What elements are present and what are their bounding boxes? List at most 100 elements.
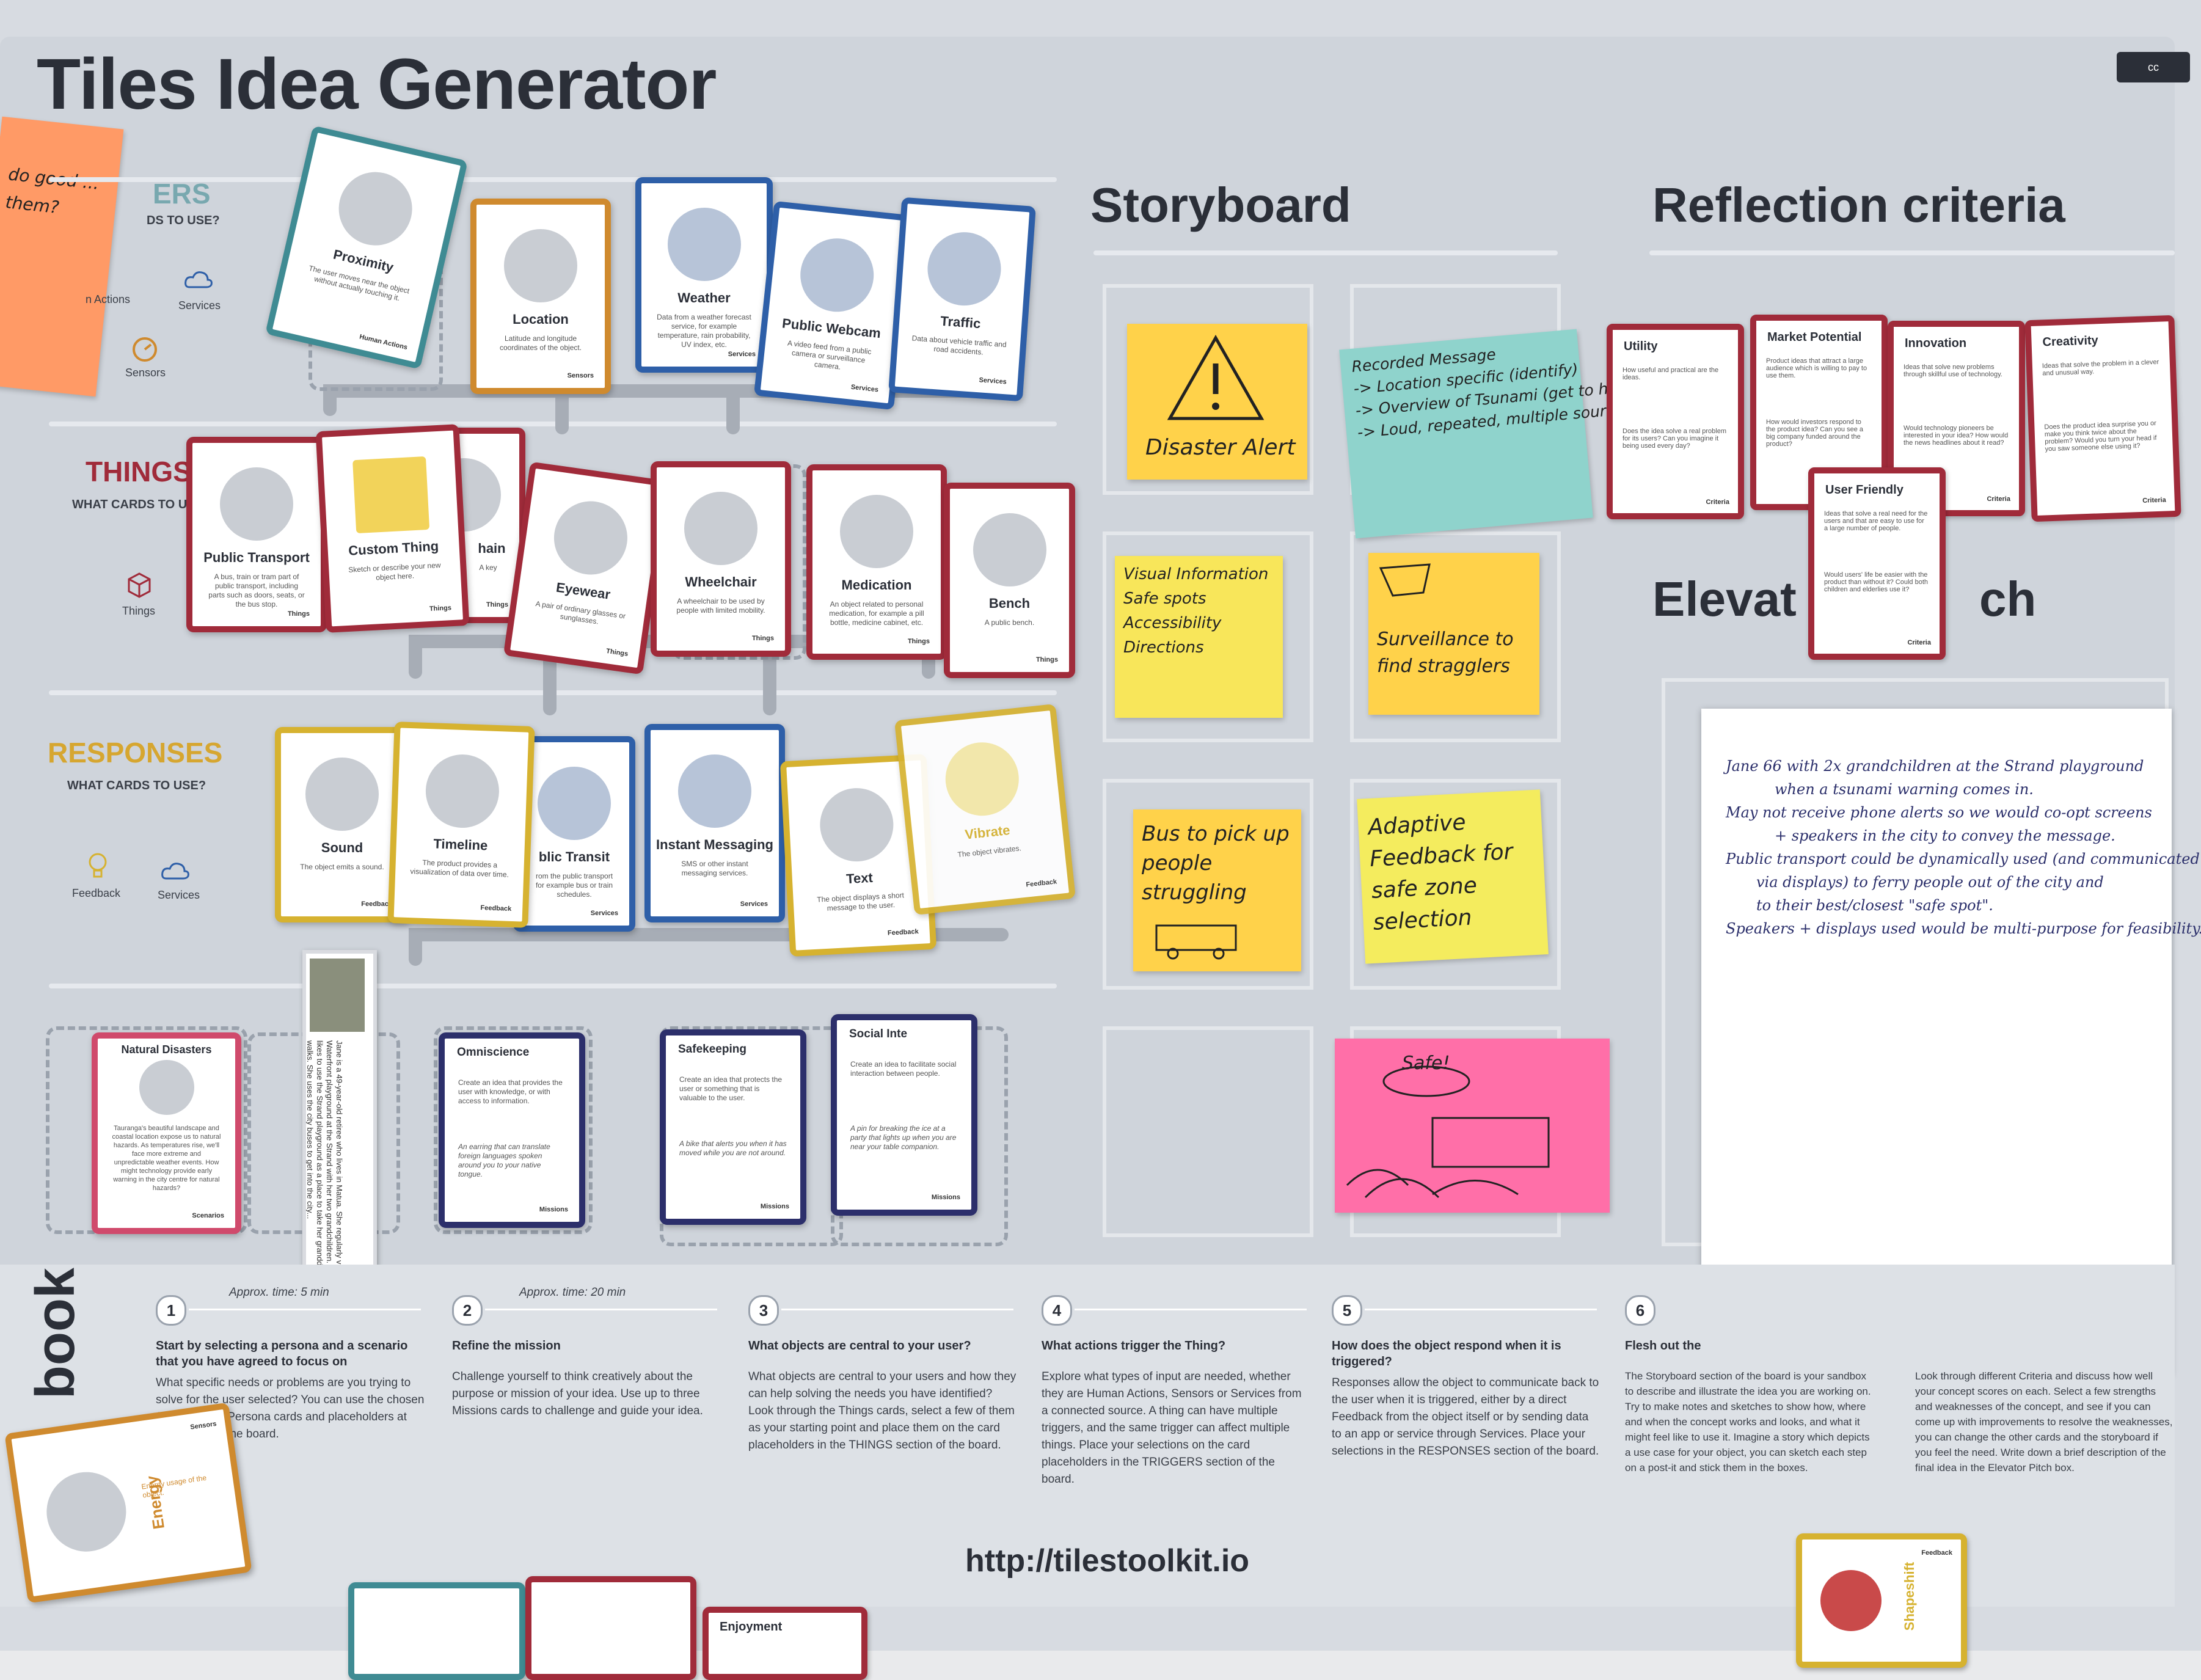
sticky-surveillance[interactable]: Surveillance to find stragglers (1368, 553, 1539, 715)
step-number: 4 (1042, 1295, 1072, 1326)
card-desc: SMS or other instant messaging services. (681, 860, 748, 877)
sticky-text: Disaster Alert (1145, 435, 1296, 460)
bus-sketch-icon (1155, 924, 1237, 960)
weather-card[interactable]: Weather Data from a weather forecast ser… (635, 177, 773, 373)
step-number: 2 (452, 1295, 483, 1326)
card-desc: A bus, train or tram part of public tran… (208, 572, 305, 608)
card-name: Creativity (2042, 334, 2099, 349)
card-deck-teal[interactable] (348, 1582, 525, 1680)
card-name: Shapeshift (1902, 1561, 1918, 1631)
instant-messaging-card[interactable]: Instant Messaging SMS or other instant m… (644, 724, 785, 922)
rain-cloud-icon (139, 1060, 194, 1115)
card-goal: Create an idea to facilitate social inte… (850, 1060, 957, 1078)
sticky-text: Surveillance to find stragglers (1377, 629, 1514, 677)
custom-thing-card[interactable]: Custom Thing Sketch or describe your new… (315, 424, 470, 633)
card-name: Innovation (1905, 337, 1967, 350)
card-type: Human Actions (359, 333, 409, 352)
sticky-visual-information[interactable]: Visual Information Safe spots Accessibil… (1115, 556, 1283, 718)
location-card[interactable]: Location Latitude and longitude coordina… (470, 199, 611, 394)
sticky-adaptive-feedback[interactable]: Adaptive Feedback for safe zone selectio… (1357, 789, 1549, 964)
card-type: Services (740, 900, 768, 908)
step-question: Start by selecting a persona and a scena… (156, 1339, 408, 1368)
eyewear-card[interactable]: Eyewear A pair of ordinary glasses or su… (503, 461, 670, 675)
card-type: Criteria (2142, 496, 2166, 505)
map-pin-icon (504, 229, 577, 302)
shapeshift-card-deck[interactable]: Shapeshift Feedback (1796, 1533, 1967, 1668)
pitch-line: to their best/closest "safe spot". (1756, 897, 1993, 914)
natural-disasters-card[interactable]: Natural Disasters Tauranga's beautiful l… (92, 1032, 241, 1234)
vibrate-card[interactable]: Vibrate The object vibrates. Feedback (894, 704, 1076, 915)
wheelchair-icon (684, 492, 757, 565)
criteria-card-creativity[interactable]: Creativity Ideas that solve the problem … (2024, 315, 2181, 522)
triggers-section-label: ERS (153, 178, 211, 210)
card-example: A bike that alerts you when it has moved… (679, 1139, 787, 1157)
step-arrow (189, 1309, 421, 1310)
timeline-card[interactable]: Timeline The product provides a visualiz… (387, 721, 535, 928)
step-arrow (1365, 1309, 1597, 1310)
text-display-icon (818, 786, 896, 864)
storyboard-cell (1350, 531, 1561, 742)
card-name: Safekeeping (678, 1043, 746, 1056)
lightning-icon (41, 1467, 131, 1557)
card-type: Things (486, 601, 508, 608)
elevator-header-left: Elevat (1652, 572, 1797, 626)
sticky-disaster-alert[interactable]: Disaster Alert (1127, 324, 1307, 480)
sticky-text: Visual Information Safe spots Accessibil… (1123, 565, 1269, 657)
license-badge: cc (2117, 52, 2190, 82)
card-name: Weather (677, 290, 731, 305)
enjoyment-card-deck[interactable]: Enjoyment (703, 1607, 867, 1680)
bench-card[interactable]: Bench A public bench. Things (944, 483, 1075, 678)
pitch-line: Public transport could be dynamically us… (1726, 850, 2200, 867)
traffic-card[interactable]: Traffic Data about vehicle traffic and r… (888, 197, 1036, 402)
pitch-line: May not receive phone alerts so we would… (1726, 804, 2152, 821)
card-type: Feedback (887, 928, 919, 937)
orange-sticky-text: do good ... them? (4, 164, 100, 218)
public-transport-card[interactable]: Public Transport A bus, train or tram pa… (186, 437, 327, 632)
card-type: Feedback (361, 900, 392, 908)
sound-card[interactable]: Sound The object emits a sound. Feedback (275, 727, 409, 922)
criteria-card-user-friendly[interactable]: User Friendly Ideas that solve a real ne… (1808, 467, 1946, 660)
persona-strip[interactable]: Jane is a 49-year-old retiree who lives … (302, 950, 377, 1299)
card-type: Things (287, 610, 310, 618)
card-name: hain (478, 541, 506, 556)
safekeeping-card[interactable]: Safekeeping Create an idea that protects… (660, 1029, 806, 1225)
card-example: A pin for breaking the ice at a party th… (850, 1124, 957, 1151)
card-desc: An object related to personal medication… (829, 600, 924, 627)
responses-services-icon-label: Services (158, 889, 200, 901)
feedback-icon-label: Feedback (72, 887, 121, 899)
criteria-card-utility[interactable]: Utility How useful and practical are the… (1607, 324, 1744, 519)
card-what: Ideas that solve new problems through sk… (1904, 363, 2002, 378)
toolkit-url[interactable]: http://tilestoolkit.io (965, 1543, 1250, 1579)
card-type: Services (590, 910, 618, 917)
card-name: Location (513, 312, 569, 327)
cloud-icon (161, 863, 189, 880)
sensor-gauge-icon (133, 337, 157, 362)
things-section-sub: WHAT CARDS TO U (72, 498, 188, 511)
bench-icon (973, 513, 1046, 586)
card-type: Missions (760, 1203, 789, 1210)
human-actions-icon-label: n Actions (86, 293, 131, 305)
card-deck-red[interactable] (525, 1576, 696, 1680)
step-question: Flesh out the (1625, 1339, 1701, 1353)
card-type: Feedback (1025, 878, 1057, 889)
sticky-bus-pickup[interactable]: Bus to pick up people struggling (1133, 809, 1301, 971)
storyboard-cell (1103, 531, 1313, 742)
sticky-safe[interactable]: Safe! (1335, 1039, 1610, 1213)
public-transit-card[interactable]: blic Transit rom the public transport fo… (513, 736, 635, 932)
wheelchair-card[interactable]: Wheelchair A wheelchair to be used by pe… (651, 461, 791, 657)
sticky-recorded-message[interactable]: Recorded Message -> Location specific (i… (1339, 329, 1713, 539)
persona-photo (310, 959, 365, 1032)
flood-sketch-icon (1346, 1065, 1550, 1199)
timeline-icon (424, 753, 500, 830)
card-type: Scenarios (192, 1212, 224, 1219)
card-what: Product ideas that attract a large audie… (1766, 357, 1867, 379)
social-interaction-card[interactable]: Social Inte Create an idea to facilitate… (831, 1014, 977, 1216)
elevator-pitch-paper[interactable]: Jane 66 with 2x grandchildren at the Str… (1701, 709, 2201, 1375)
energy-card-deck[interactable]: Energy Energy usage of the object. Senso… (4, 1402, 252, 1604)
card-desc: The object displays a short message to t… (816, 891, 905, 913)
omniscience-card[interactable]: Omniscience Create an idea that provides… (439, 1032, 585, 1228)
medication-card[interactable]: Medication An object related to personal… (806, 464, 947, 660)
card-what: Ideas that solve the problem in a clever… (2042, 358, 2159, 378)
responses-section-label: RESPONSES (48, 737, 223, 769)
